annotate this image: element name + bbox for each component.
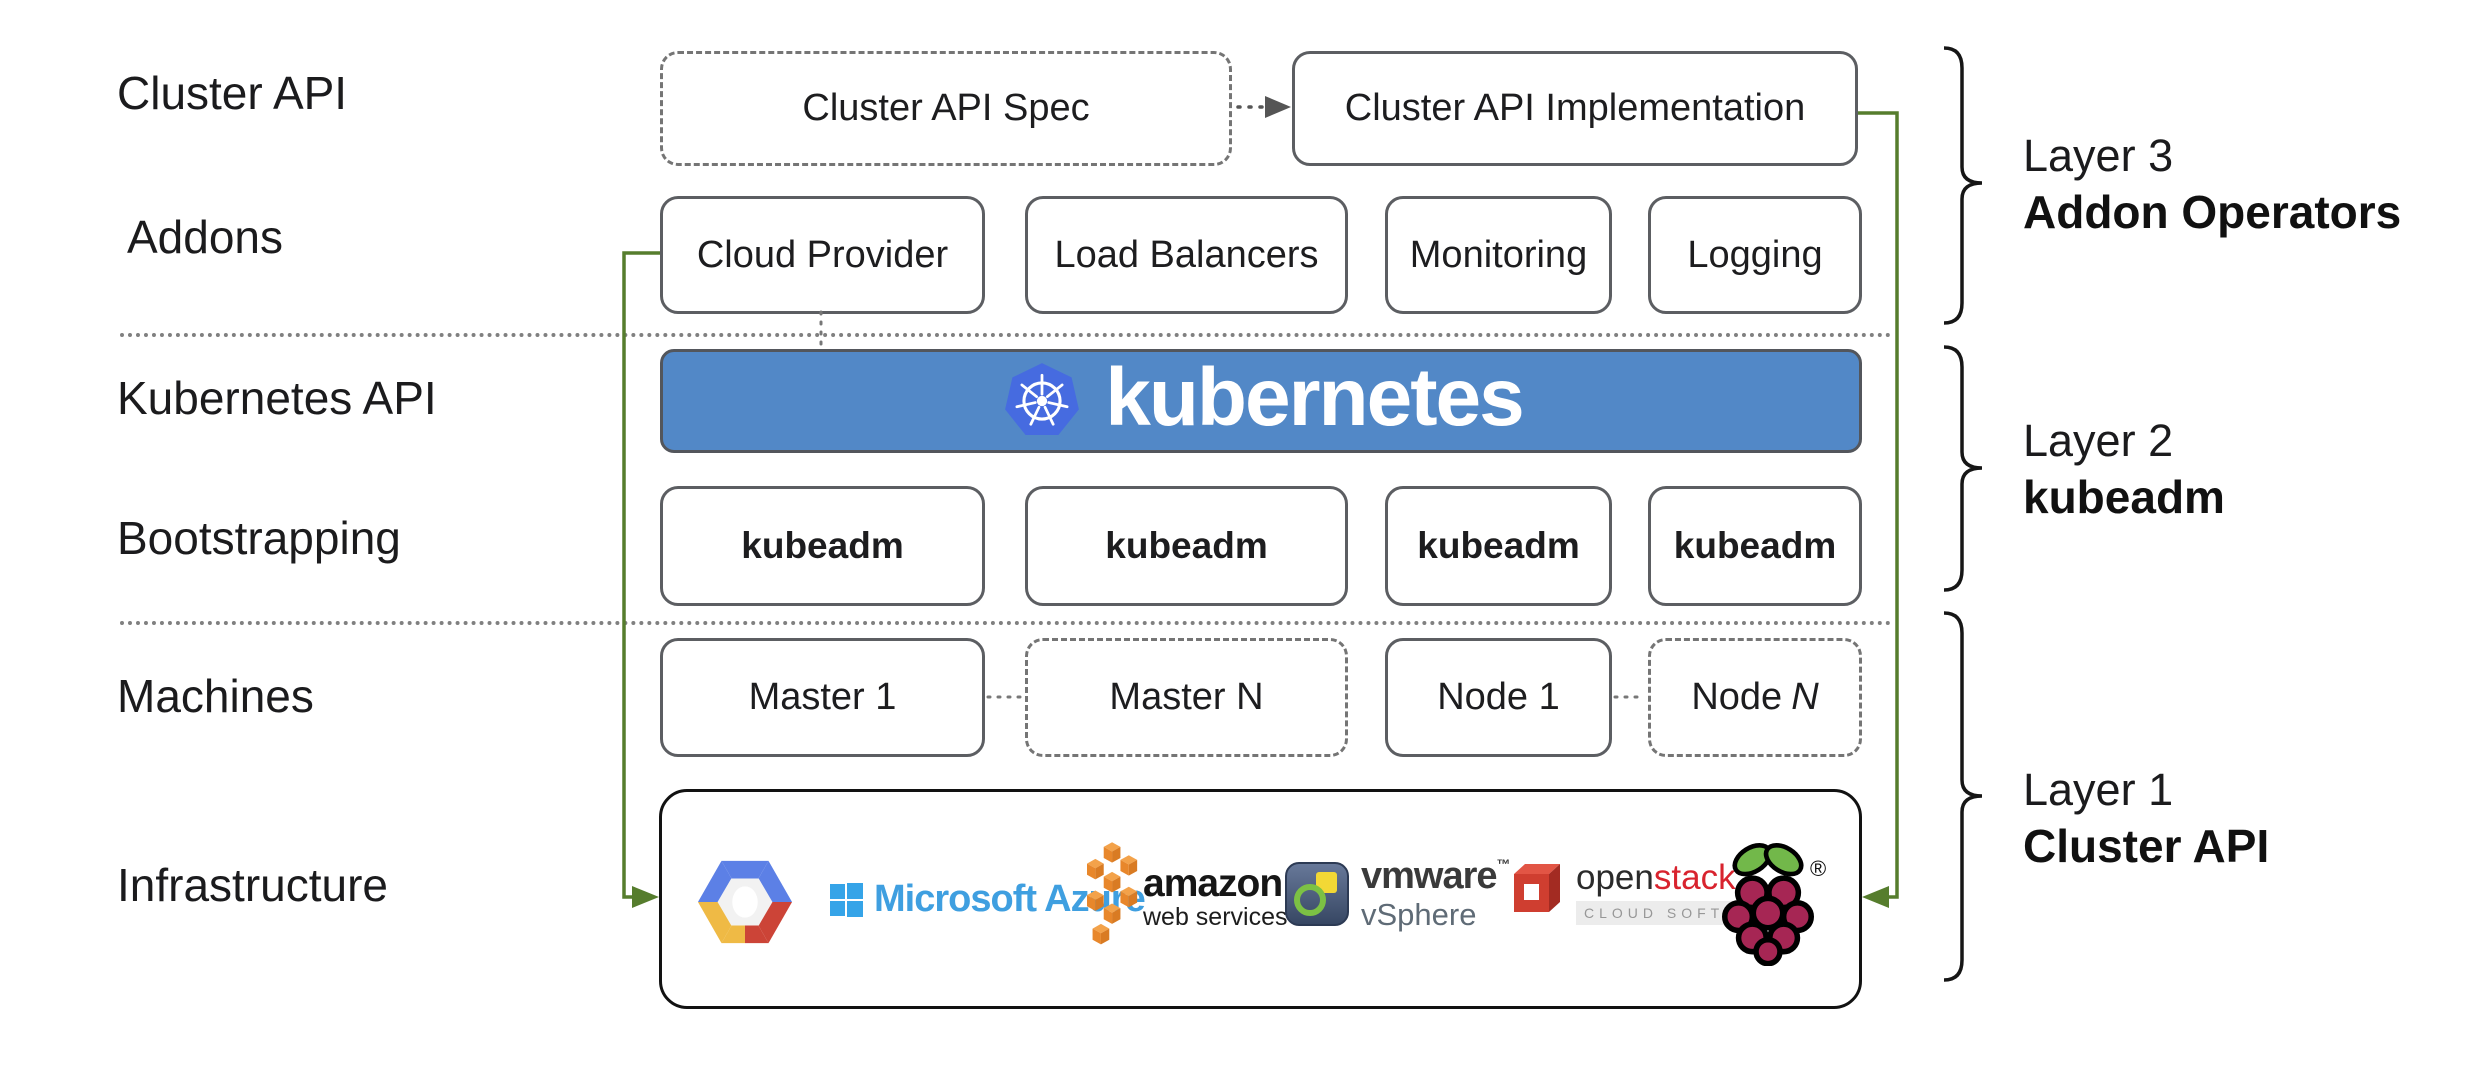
logging-label: Logging xyxy=(1687,233,1823,276)
row-label-cluster-api: Cluster API xyxy=(117,67,348,119)
kubeadm-label: kubeadm xyxy=(1105,525,1268,566)
kubernetes-logo-icon xyxy=(1005,363,1080,436)
layer-2-bracket xyxy=(1943,345,1983,592)
master-1-box: Master 1 xyxy=(660,638,985,757)
row-label-machines: Machines xyxy=(117,670,314,722)
openstack-cube-icon xyxy=(1514,864,1560,912)
node-1-label: Node 1 xyxy=(1437,676,1560,718)
master-n-label: Master N xyxy=(1109,676,1264,718)
vsphere-icon xyxy=(1285,861,1349,926)
green-connector-right xyxy=(1858,111,1899,908)
layer-1-label: Layer 1 Cluster API xyxy=(2023,762,2269,874)
addon-box-monitoring: Monitoring xyxy=(1385,196,1612,314)
kubeadm-label: kubeadm xyxy=(1673,525,1837,566)
aws-web-services-text: web services xyxy=(1143,903,1288,931)
google-cloud-icon xyxy=(697,860,793,944)
raspberry-pi-registered-mark: ® xyxy=(1810,856,1827,881)
kubeadm-box-4: kubeadm xyxy=(1648,486,1862,606)
kubeadm-label: kubeadm xyxy=(1417,525,1580,566)
vmware-logo: vmware™ vSphere xyxy=(1285,855,1511,932)
node-n-box: Node N xyxy=(1648,638,1862,757)
raspberry-pi-icon xyxy=(1722,842,1814,967)
separator-addons-kubernetes xyxy=(120,333,1892,337)
kubernetes-banner: kubernetes xyxy=(660,349,1862,453)
separator-bootstrapping-machines xyxy=(120,621,1892,625)
layer-3-title: Layer 3 xyxy=(2023,130,2174,181)
green-connector-left xyxy=(622,251,660,908)
infrastructure-box xyxy=(659,789,1862,1009)
cloud-provider-label: Cloud Provider xyxy=(696,233,949,276)
cluster-api-implementation-box: Cluster API Implementation xyxy=(1292,51,1858,166)
raspberry-pi-logo: ® xyxy=(1722,838,1826,971)
aws-logo: amazon web services xyxy=(1087,842,1288,952)
layer-3-subtitle: Addon Operators xyxy=(2023,186,2402,238)
row-label-bootstrapping: Bootstrapping xyxy=(117,512,401,564)
spec-to-implementation-arrow xyxy=(1236,96,1291,118)
load-balancers-label: Load Balancers xyxy=(1054,233,1319,276)
gcp-logo xyxy=(696,853,794,956)
addon-box-logging: Logging xyxy=(1648,196,1862,314)
kubernetes-wordmark: kubernetes xyxy=(1105,352,1525,443)
layer-2-title: Layer 2 xyxy=(2023,415,2174,466)
kubeadm-label: kubeadm xyxy=(741,525,904,566)
layer-2-label: Layer 2 kubeadm xyxy=(2023,413,2225,525)
addon-box-load-balancers: Load Balancers xyxy=(1025,196,1348,314)
monitoring-label: Monitoring xyxy=(1409,233,1588,276)
vsphere-text: vSphere xyxy=(1361,897,1477,932)
layer-3-label: Layer 3 Addon Operators xyxy=(2023,128,2401,240)
vmware-wordmark: vmware™ xyxy=(1361,855,1511,897)
kubeadm-box-2: kubeadm xyxy=(1025,486,1348,606)
master-n-box: Master N xyxy=(1025,638,1348,757)
cluster-api-spec-box: Cluster API Spec xyxy=(660,51,1232,166)
layer-2-subtitle: kubeadm xyxy=(2023,471,2225,523)
layer-3-bracket xyxy=(1943,46,1983,325)
layer-1-bracket xyxy=(1943,611,1983,982)
kubeadm-box-1: kubeadm xyxy=(660,486,985,606)
layer-1-title: Layer 1 xyxy=(2023,764,2174,815)
cluster-api-spec-label: Cluster API Spec xyxy=(802,87,1090,129)
node-1-box: Node 1 xyxy=(1385,638,1612,757)
cluster-api-implementation-label: Cluster API Implementation xyxy=(1344,87,1806,129)
master-1-label: Master 1 xyxy=(748,676,897,718)
layer-1-subtitle: Cluster API xyxy=(2023,820,2270,872)
kubeadm-box-3: kubeadm xyxy=(1385,486,1612,606)
amazon-wordmark: amazon xyxy=(1143,862,1283,905)
node-n-label: Node xyxy=(1691,676,1783,718)
row-label-addons: Addons xyxy=(127,211,284,263)
row-label-kubernetes-api: Kubernetes API xyxy=(117,372,437,424)
row-label-infrastructure: Infrastructure xyxy=(117,859,388,911)
addon-box-cloud-provider: Cloud Provider xyxy=(660,196,985,314)
aws-cubes-icon xyxy=(1087,842,1138,945)
microsoft-windows-icon xyxy=(830,882,863,917)
node-n-suffix: N xyxy=(1791,676,1819,718)
